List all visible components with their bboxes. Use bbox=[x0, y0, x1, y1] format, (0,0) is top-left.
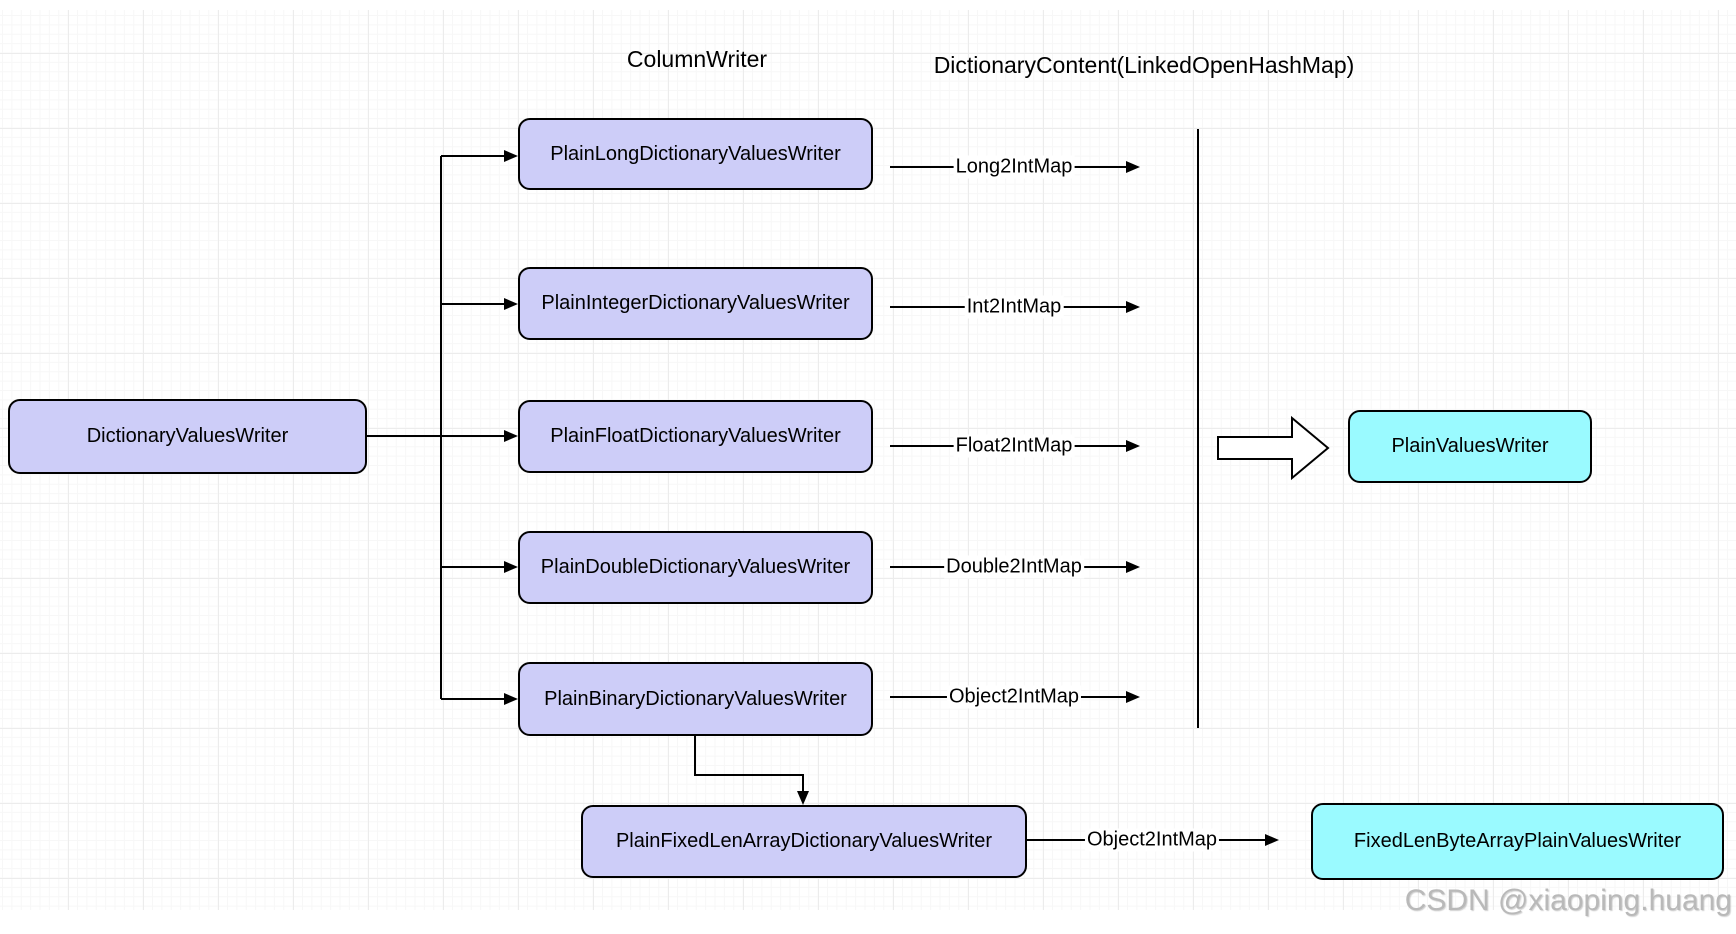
node-plain-long-dictionary-values-writer: PlainLongDictionaryValuesWriter bbox=[518, 118, 873, 190]
node-plain-fixed-len-array-dictionary-values-writer: PlainFixedLenArrayDictionaryValuesWriter bbox=[581, 805, 1027, 878]
edge-label-object2intmap: Object2IntMap bbox=[946, 685, 1082, 709]
arrowhead-double2intmap bbox=[1126, 561, 1140, 573]
block-arrow-icon bbox=[1217, 415, 1330, 481]
edge-label-float2intmap: Float2IntMap bbox=[953, 434, 1075, 458]
arrowhead-fixedlen-object2intmap bbox=[1265, 834, 1279, 846]
arrowhead-long bbox=[504, 150, 518, 162]
arrowhead-integer bbox=[504, 298, 518, 310]
node-dictionary-values-writer: DictionaryValuesWriter bbox=[8, 399, 367, 474]
node-fixed-len-byte-array-plain-values-writer: FixedLenByteArrayPlainValuesWriter bbox=[1311, 803, 1724, 880]
edge-binary-to-fixedlen bbox=[694, 736, 804, 791]
node-plain-binary-dictionary-values-writer: PlainBinaryDictionaryValuesWriter bbox=[518, 662, 873, 736]
header-dictionary-content: DictionaryContent(LinkedOpenHashMap) bbox=[933, 52, 1355, 78]
csdn-watermark: CSDN @xiaoping.huang bbox=[1404, 884, 1732, 917]
edge-label-double2intmap: Double2IntMap bbox=[944, 555, 1084, 579]
edge-label-fixedlen-object2intmap: Object2IntMap bbox=[1084, 828, 1220, 852]
arrowhead-int2intmap bbox=[1126, 301, 1140, 313]
arrowhead-float2intmap bbox=[1126, 440, 1140, 452]
header-column-writer: ColumnWriter bbox=[626, 46, 768, 72]
arrowhead-object2intmap bbox=[1126, 691, 1140, 703]
arrowhead-long2intmap bbox=[1126, 161, 1140, 173]
arrowhead-fixedlen bbox=[797, 791, 809, 805]
arrowhead-binary bbox=[504, 693, 518, 705]
edge-label-long2intmap: Long2IntMap bbox=[953, 155, 1075, 179]
node-plain-values-writer: PlainValuesWriter bbox=[1348, 410, 1592, 483]
arrowhead-float bbox=[504, 430, 518, 442]
node-plain-integer-dictionary-values-writer: PlainIntegerDictionaryValuesWriter bbox=[518, 267, 873, 340]
arrowhead-double bbox=[504, 561, 518, 573]
node-plain-double-dictionary-values-writer: PlainDoubleDictionaryValuesWriter bbox=[518, 531, 873, 604]
node-plain-float-dictionary-values-writer: PlainFloatDictionaryValuesWriter bbox=[518, 400, 873, 473]
edge-label-int2intmap: Int2IntMap bbox=[964, 295, 1064, 319]
